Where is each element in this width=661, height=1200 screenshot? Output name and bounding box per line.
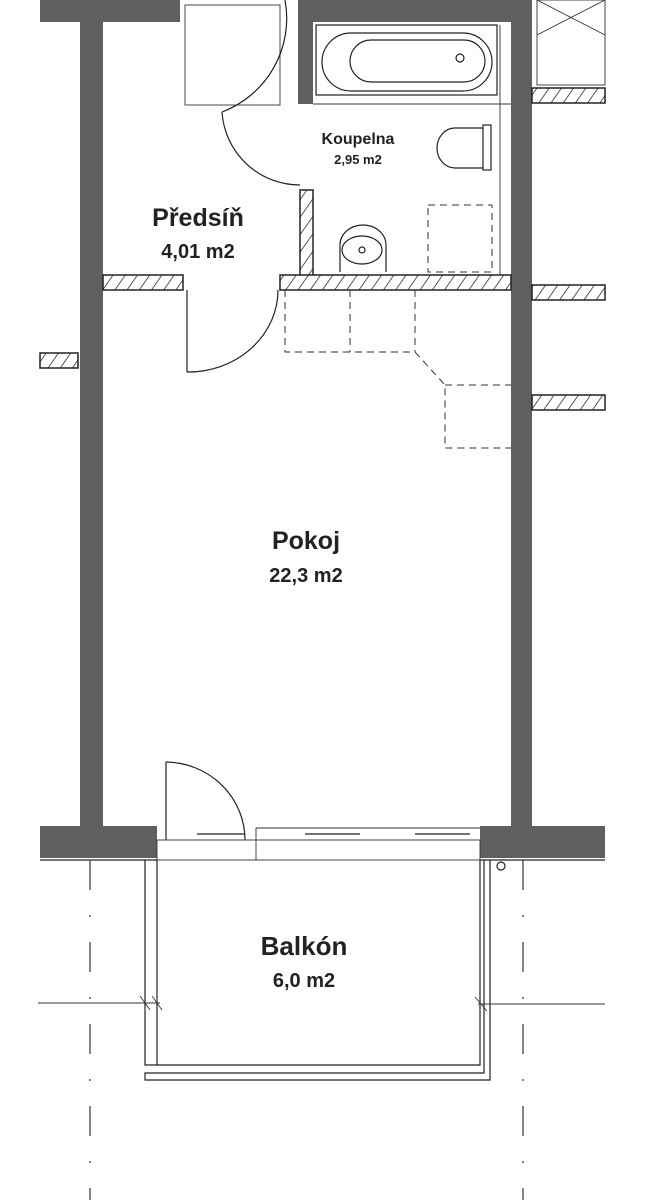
- room-door: [186, 289, 279, 373]
- partition-walls: [39, 0, 606, 411]
- room-area-living-room: 22,3 m2: [269, 565, 342, 587]
- entrance-door: [184, 0, 301, 186]
- walls: [40, 0, 605, 861]
- room-name-living-room: Pokoj: [272, 527, 340, 555]
- wardrobe-outline: [284, 290, 511, 449]
- dimension-lines: [38, 860, 605, 1200]
- bathtub: [315, 24, 498, 96]
- room-area-bathroom: 2,95 m2: [334, 152, 382, 167]
- balcony-outline: [144, 860, 506, 1081]
- toilet: [436, 124, 492, 171]
- room-area-balcony: 6,0 m2: [273, 970, 335, 992]
- room-name-hallway: Předsíň: [152, 204, 244, 232]
- washbasin: [339, 224, 387, 272]
- room-name-bathroom: Koupelna: [322, 131, 395, 148]
- balcony-door: [156, 761, 481, 861]
- room-name-balcony: Balkón: [261, 931, 348, 961]
- washer-outline: [427, 204, 493, 273]
- room-area-hallway: 4,01 m2: [161, 241, 234, 263]
